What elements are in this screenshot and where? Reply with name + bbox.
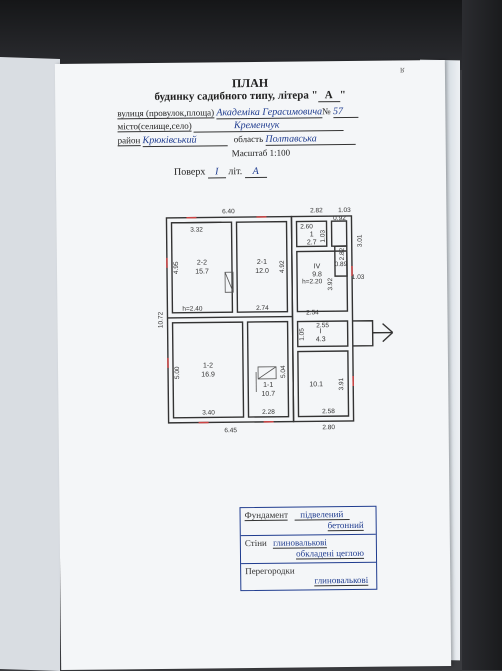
dim-bottom-right: 2.58 — [322, 408, 335, 415]
room-1-area: 2.7 — [307, 239, 317, 246]
dim-r3-height: 1.03 — [320, 230, 327, 243]
dim-r4-height: 3.92 — [327, 277, 334, 290]
dim-left-total: 10.72 — [157, 311, 164, 328]
dim-r3-width: 2.60 — [300, 223, 313, 230]
room-1-1-area: 10.7 — [261, 391, 275, 398]
dim-top-mid: 2.82 — [310, 207, 323, 214]
room-1-id: 1 — [310, 231, 314, 238]
room-10-1-area: 10.1 — [309, 381, 323, 388]
dim-left-top: 3.32 — [190, 227, 203, 234]
dim-2-54: 2.54 — [306, 309, 319, 316]
legend-box: Фундамент підвелений бетонний Стіни глин… — [239, 506, 377, 591]
room-2-1-id: 2-1 — [257, 259, 267, 266]
room-iv-area: 9.8 — [312, 271, 322, 278]
floor-plan: 6.40 2.82 1.03 0.92 3.32 2.60 h=2.20 2.7… — [156, 205, 409, 458]
room-2-2-id: 2-2 — [197, 259, 207, 266]
legend-walls: Стіни глиновалькові обкладені цеглою — [241, 535, 376, 564]
dim-r2-height: 4.92 — [279, 260, 286, 273]
dim-small-right2: 2.82 — [339, 247, 346, 260]
floor-line: Поверх I літ. А — [174, 166, 267, 179]
document-page: ʁ ПЛАН будинку садибного типу, літера "А… — [55, 60, 451, 670]
scale-line: Масштаб 1:100 — [232, 148, 290, 159]
dim-small-right4: 1.03 — [352, 274, 365, 281]
room-2-2-area: 15.7 — [195, 268, 209, 275]
dim-top-total: 6.40 — [222, 208, 235, 215]
dim-r1-height: 4.95 — [173, 261, 180, 274]
room-iv-id: IV — [314, 263, 321, 270]
district-line: район Крюківський область Полтавська — [118, 133, 356, 147]
dim-small-right: 3.01 — [357, 234, 364, 247]
city-line: місто(селище,село) Кременчук — [117, 119, 344, 133]
dim-top-right: 1.03 — [338, 207, 351, 214]
dim-bottom-right-total: 2.80 — [322, 424, 335, 431]
dim-mid-width: 2.74 — [256, 305, 269, 312]
left-page — [0, 57, 60, 671]
room-2-1-area: 12.0 — [255, 268, 269, 275]
dim-r5-height: 5.00 — [174, 366, 181, 379]
room-i-area: 4.3 — [316, 336, 326, 343]
dim-r8-height: 3.91 — [338, 377, 345, 390]
room-1-2-id: 1-2 — [203, 362, 213, 369]
background-right — [462, 0, 502, 670]
room-1-2-area: 16.9 — [201, 371, 215, 378]
legend-foundation: Фундамент підвелений бетонний — [240, 507, 375, 536]
dim-bottom-mid: 2.28 — [262, 409, 275, 416]
dim-h-right: h=2.20 — [302, 278, 323, 285]
street-line: вулиця (провулок,площа) Академіка Гераси… — [117, 106, 358, 121]
dim-1-05: 1.05 — [299, 328, 306, 341]
dim-small-right3: 0.89 — [335, 261, 348, 268]
dim-r6-height: 5.04 — [280, 365, 287, 378]
dim-top-right2: 0.92 — [333, 215, 346, 222]
room-i-id: I — [320, 328, 322, 335]
dim-h-left: h=2.40 — [182, 306, 203, 313]
dim-bottom-total: 6.45 — [224, 427, 237, 434]
page-subtitle: будинку садибного типу, літера "А" — [55, 88, 445, 105]
dim-2-55: 2.55 — [316, 322, 329, 329]
dim-bottom-left: 3.40 — [202, 409, 215, 416]
legend-partitions: Перегородки глиновалькові — [241, 563, 376, 590]
room-1-1-id: 1-1 — [263, 382, 273, 389]
